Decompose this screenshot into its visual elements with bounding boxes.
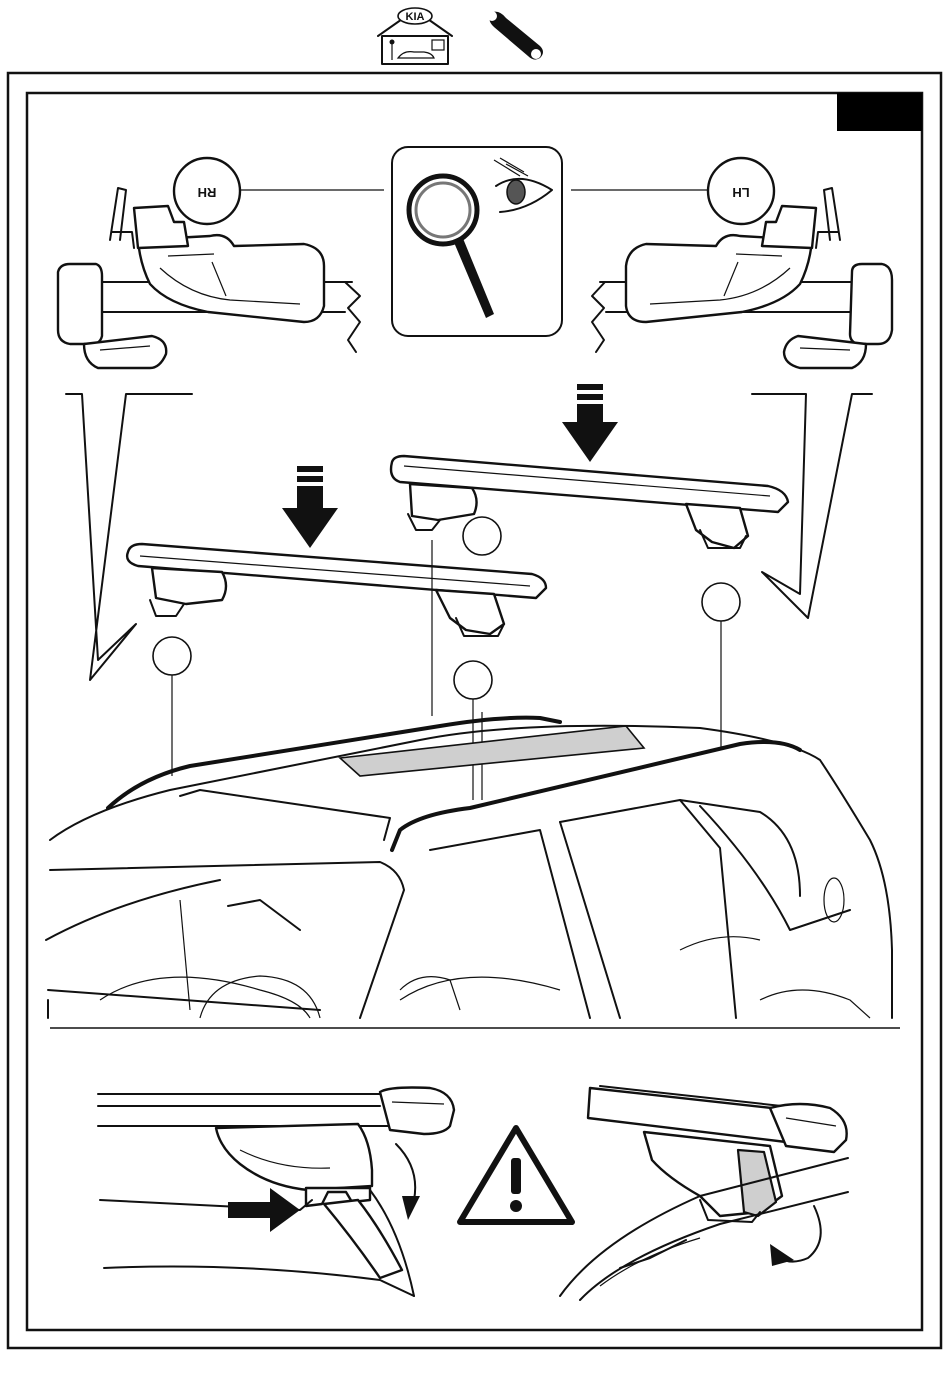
lh-label: LH <box>732 185 749 200</box>
callout-4 <box>454 661 492 699</box>
foot-detail-left: RH <box>58 158 384 368</box>
rotate-arrow-left <box>396 1144 415 1200</box>
rh-label: RH <box>198 185 217 200</box>
page-tab <box>837 93 922 131</box>
eye-icon <box>494 158 552 212</box>
roof-bar-rear <box>391 456 788 548</box>
callout-2 <box>702 583 740 621</box>
clamp-detail-right <box>560 1086 848 1300</box>
down-arrow-front <box>282 466 338 548</box>
callout-3 <box>153 637 191 675</box>
roof-bar-front <box>127 544 546 636</box>
push-arrow <box>228 1188 300 1232</box>
magnifier-icon <box>409 176 494 318</box>
dealer-workshop-icon: KIA <box>378 8 452 64</box>
wrench-icon <box>487 11 543 60</box>
clamp-detail-left <box>98 1088 454 1297</box>
car-illustration <box>46 718 892 1018</box>
kia-logo-text: KIA <box>406 11 425 23</box>
down-arrow-rear <box>562 384 618 462</box>
warning-triangle-icon <box>460 1128 572 1222</box>
callout-1 <box>463 517 501 555</box>
